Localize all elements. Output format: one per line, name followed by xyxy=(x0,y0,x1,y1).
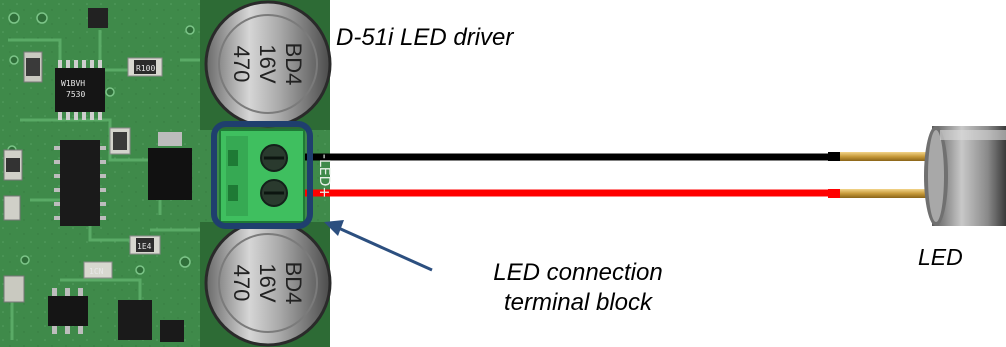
cap-top-line1: BD4 xyxy=(281,43,306,86)
resistor-1cn: 1CN xyxy=(89,267,104,276)
capacitor-bottom: BD4 16V 470 xyxy=(200,219,332,347)
chip1-line1: W1BVH xyxy=(61,79,85,88)
cap-bottom-line3: 470 xyxy=(229,265,254,302)
led-caption: LED xyxy=(918,244,963,270)
terminal-caption-line1: LED connection xyxy=(493,259,663,286)
cap-bottom-line1: BD4 xyxy=(281,262,306,305)
resistor-1e4: 1E4 xyxy=(137,242,152,251)
board-title: D-51i LED driver xyxy=(336,24,514,51)
chip1-line2: 7530 xyxy=(66,90,85,99)
terminal-block xyxy=(219,129,305,223)
terminal-caption-line2: terminal block xyxy=(503,289,653,316)
pcb-vias xyxy=(7,12,195,321)
led-leads xyxy=(828,152,940,198)
capacitor-top: BD4 16V 470 xyxy=(200,0,332,130)
terminal-side-label: -LED+ xyxy=(316,154,332,198)
pointer-arrow xyxy=(324,220,433,272)
led-component xyxy=(924,126,1006,226)
terminal-block-caption: LED connection terminal block xyxy=(448,258,708,318)
terminal-highlight-box xyxy=(211,121,313,229)
cap-top-line3: 470 xyxy=(229,46,254,83)
cap-bottom-line2: 16V xyxy=(255,263,280,302)
smd-components xyxy=(3,8,192,342)
cap-top-line2: 16V xyxy=(255,44,280,83)
silkscreen-text: W1BVH 7530 R100 1E4 1CN xyxy=(61,64,155,276)
resistor-r100: R100 xyxy=(136,64,155,73)
